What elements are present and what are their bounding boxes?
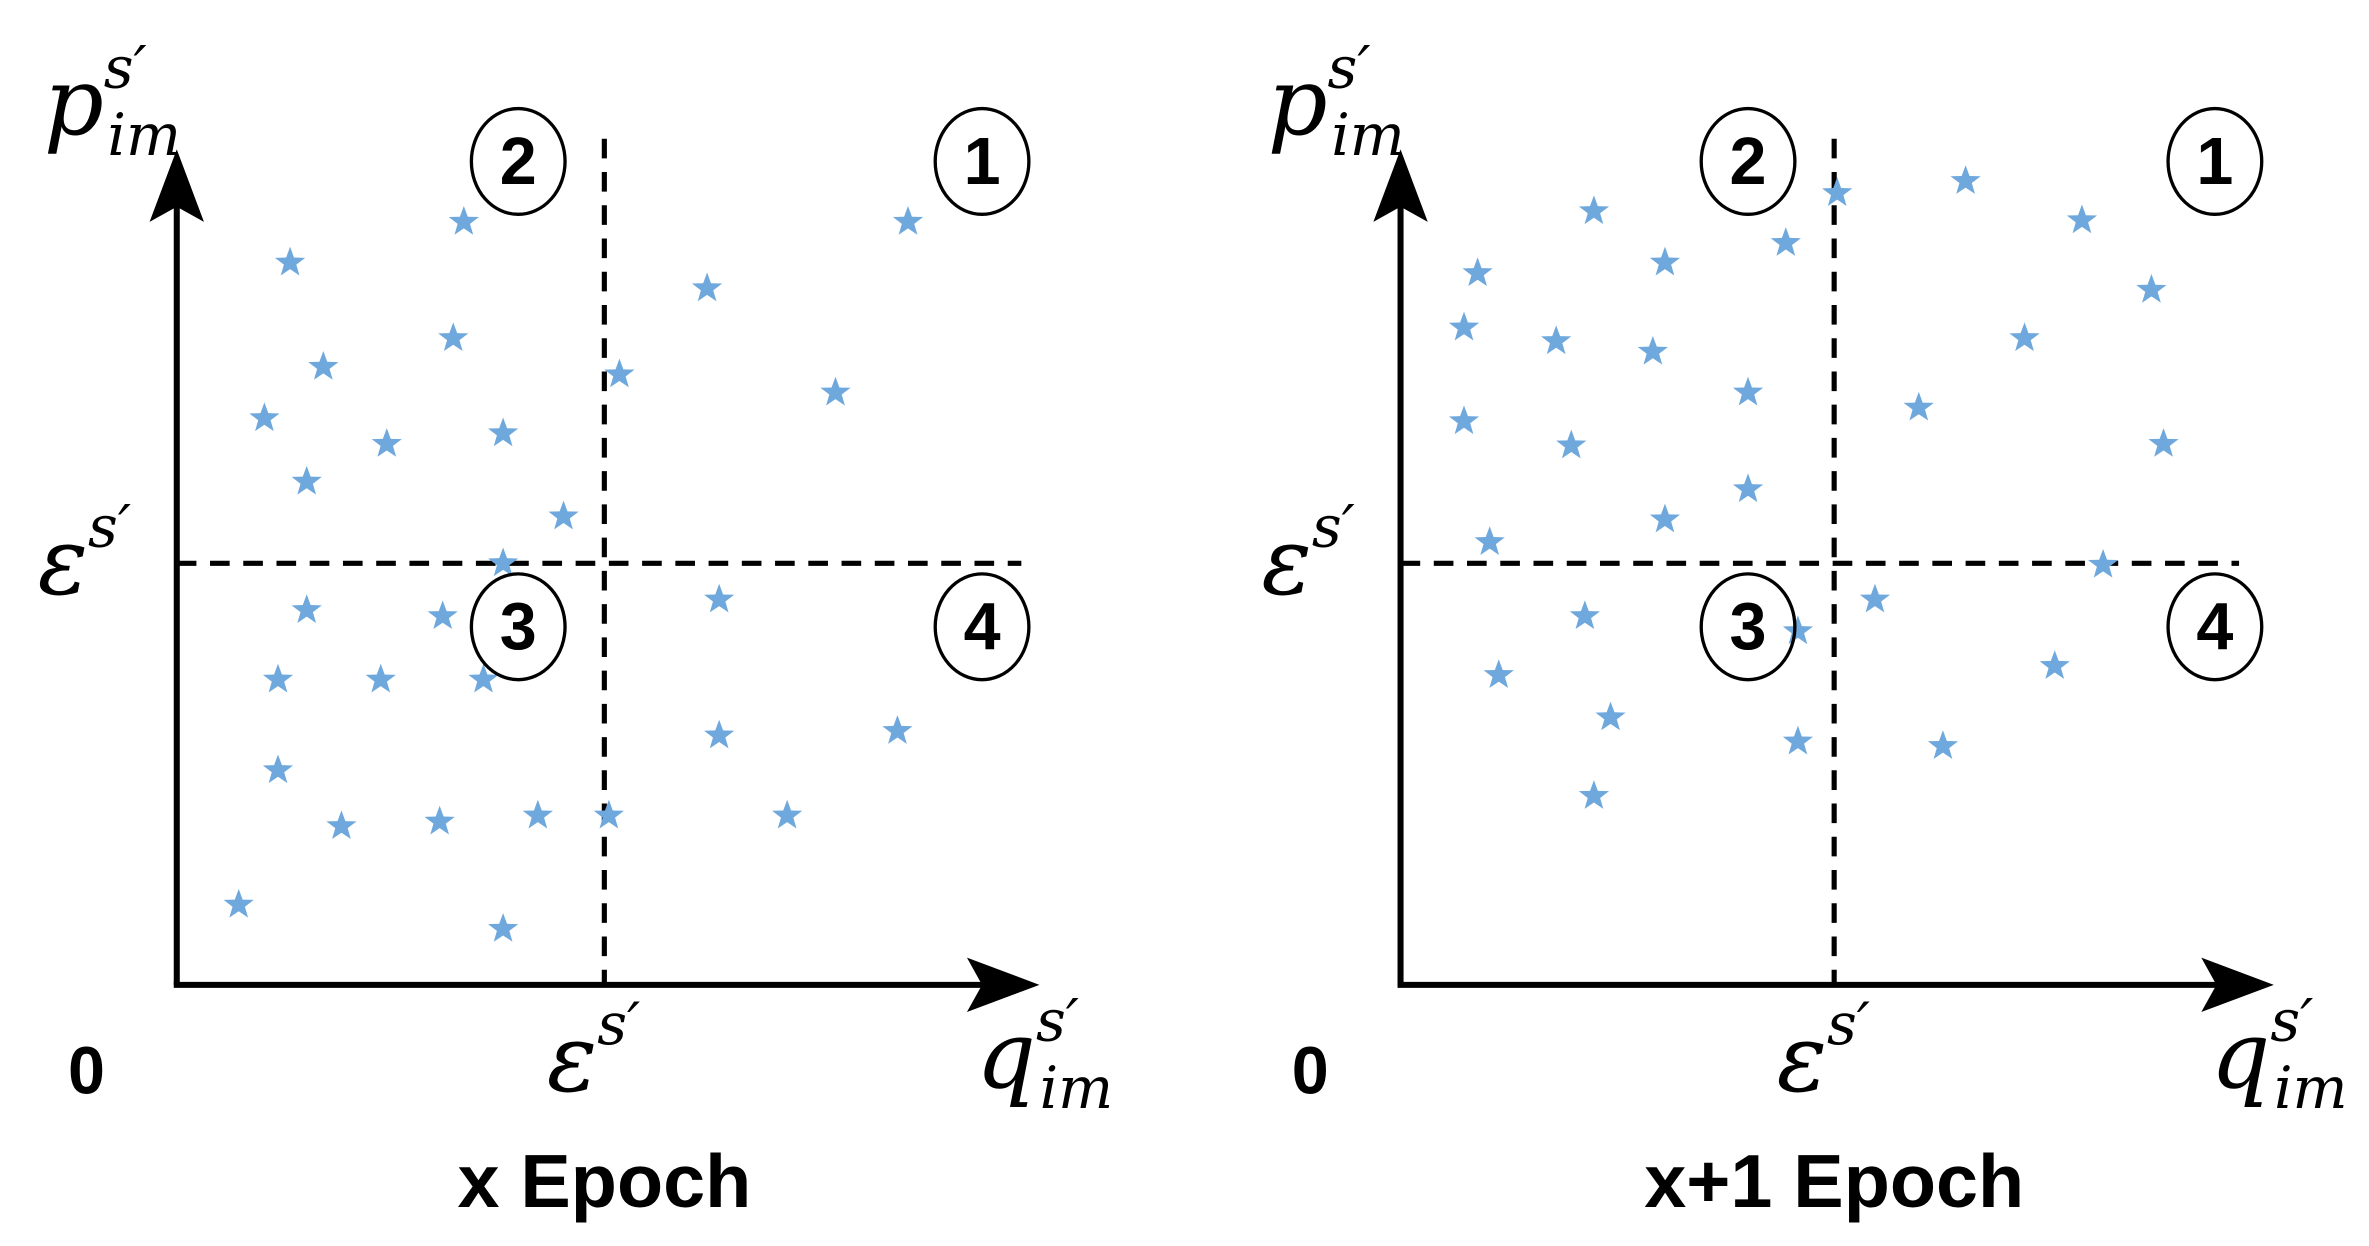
data-point-star-icon bbox=[548, 500, 579, 530]
data-point-star-icon bbox=[365, 663, 396, 693]
data-point-star-icon bbox=[1649, 246, 1681, 276]
data-point-star-icon bbox=[820, 376, 851, 406]
threshold-y-label: εs′ bbox=[38, 493, 131, 617]
y-axis-arrow-icon bbox=[1373, 149, 1428, 222]
data-point-star-icon bbox=[1732, 473, 1764, 503]
data-point-star-icon bbox=[1483, 659, 1514, 688]
data-point-star-icon bbox=[522, 799, 553, 829]
data-point-star-icon bbox=[424, 805, 455, 835]
data-point-star-icon bbox=[604, 358, 635, 388]
panel-right: 2 1 3 4 ps′im qs′im εs′ εs′ 0 x+1 Epoch bbox=[1262, 33, 2348, 1224]
data-point-star-icon bbox=[593, 799, 624, 829]
data-point-star-icon bbox=[468, 663, 499, 693]
threshold-y-label: εs′ bbox=[1262, 493, 1355, 617]
svg-text:3: 3 bbox=[1730, 590, 1767, 664]
data-point-star-icon bbox=[488, 547, 519, 577]
data-point-star-icon bbox=[262, 663, 294, 693]
data-point-star-icon bbox=[308, 351, 339, 380]
panel-caption: x+1 Epoch bbox=[1644, 1140, 2024, 1224]
data-point-star-icon bbox=[772, 799, 803, 829]
data-point-star-icon bbox=[704, 583, 735, 613]
svg-text:2: 2 bbox=[1730, 125, 1767, 199]
data-point-star-icon bbox=[249, 402, 280, 432]
data-point-star-icon bbox=[1637, 335, 1668, 365]
svg-text:4: 4 bbox=[964, 590, 1001, 664]
data-point-star-icon bbox=[427, 600, 458, 630]
quadrant-label-3: 3 bbox=[1699, 572, 1797, 682]
quadrant-label-4: 4 bbox=[933, 572, 1031, 682]
data-point-star-icon bbox=[223, 888, 254, 918]
data-point-star-icon bbox=[1569, 600, 1600, 630]
y-axis-arrow-icon bbox=[149, 149, 204, 222]
data-point-star-icon bbox=[1474, 526, 1505, 556]
data-point-star-icon bbox=[291, 594, 322, 623]
svg-text:1: 1 bbox=[2196, 125, 2233, 199]
svg-text:4: 4 bbox=[2196, 590, 2233, 664]
quadrant-label-3: 3 bbox=[469, 572, 567, 682]
quadrant-label-4: 4 bbox=[2166, 572, 2264, 682]
data-point-star-icon bbox=[1782, 725, 1814, 755]
data-point-star-icon bbox=[326, 810, 357, 840]
data-point-star-icon bbox=[291, 465, 322, 495]
quadrant-label-2: 2 bbox=[469, 106, 567, 216]
svg-text:3: 3 bbox=[500, 590, 537, 664]
data-point-star-icon bbox=[1462, 257, 1493, 287]
data-point-star-icon bbox=[892, 206, 924, 235]
origin-label: 0 bbox=[68, 1035, 105, 1109]
panel-caption: x Epoch bbox=[457, 1140, 751, 1224]
svg-text:1: 1 bbox=[964, 125, 1001, 199]
data-point-star-icon bbox=[1649, 503, 1681, 533]
data-point-star-icon bbox=[1950, 165, 1981, 194]
threshold-x-label: εs′ bbox=[1777, 990, 1870, 1114]
data-point-star-icon bbox=[882, 715, 913, 744]
data-point-star-icon bbox=[371, 428, 402, 457]
quadrant-label-2: 2 bbox=[1699, 106, 1797, 216]
data-point-star-icon bbox=[1448, 405, 1480, 435]
data-point-star-icon bbox=[1770, 227, 1801, 256]
data-point-star-icon bbox=[1578, 195, 1610, 225]
data-point-star-icon bbox=[1927, 730, 1959, 759]
quadrant-label-1: 1 bbox=[2166, 106, 2264, 216]
quadrant-label-1: 1 bbox=[933, 106, 1031, 216]
x-axis-arrow-icon bbox=[2201, 957, 2274, 1013]
data-point-star-icon bbox=[2087, 548, 2119, 578]
x-axis-arrow-icon bbox=[966, 957, 1040, 1013]
origin-label: 0 bbox=[1292, 1035, 1329, 1109]
data-point-star-icon bbox=[1732, 376, 1764, 406]
x-axis-label: qs′im bbox=[976, 987, 1113, 1122]
data-point-star-icon bbox=[2148, 428, 2179, 457]
data-point-star-icon bbox=[2039, 650, 2070, 679]
y-axis-label: ps′im bbox=[44, 33, 181, 168]
data-point-star-icon bbox=[1578, 780, 1610, 809]
y-axis-label: ps′im bbox=[1268, 33, 1405, 168]
data-point-star-icon bbox=[1822, 177, 1853, 207]
data-point-star-icon bbox=[274, 246, 306, 276]
panel-left: 2 1 3 4 ps′im qs′im εs′ εs′ 0 x Epoch bbox=[38, 33, 1113, 1224]
data-point-star-icon bbox=[2136, 273, 2167, 303]
data-point-star-icon bbox=[438, 322, 469, 352]
data-point-star-icon bbox=[2009, 322, 2040, 352]
data-point-star-icon bbox=[1556, 429, 1587, 459]
data-point-star-icon bbox=[691, 272, 723, 302]
x-axis-label: qs′im bbox=[2210, 987, 2347, 1122]
data-point-star-icon bbox=[262, 754, 294, 784]
data-point-star-icon bbox=[704, 719, 735, 749]
data-point-star-icon bbox=[488, 417, 519, 447]
data-point-star-icon bbox=[1595, 701, 1626, 731]
svg-text:2: 2 bbox=[500, 125, 537, 199]
data-point-star-icon bbox=[1448, 311, 1480, 341]
data-point-star-icon bbox=[1541, 325, 1572, 355]
data-point-star-icon bbox=[488, 913, 519, 942]
data-point-star-icon bbox=[448, 206, 479, 235]
data-point-star-icon bbox=[2066, 204, 2098, 234]
threshold-x-label: εs′ bbox=[547, 990, 640, 1114]
data-point-star-icon bbox=[1859, 583, 1891, 613]
data-point-star-icon bbox=[1782, 615, 1814, 645]
data-point-star-icon bbox=[1903, 391, 1934, 421]
